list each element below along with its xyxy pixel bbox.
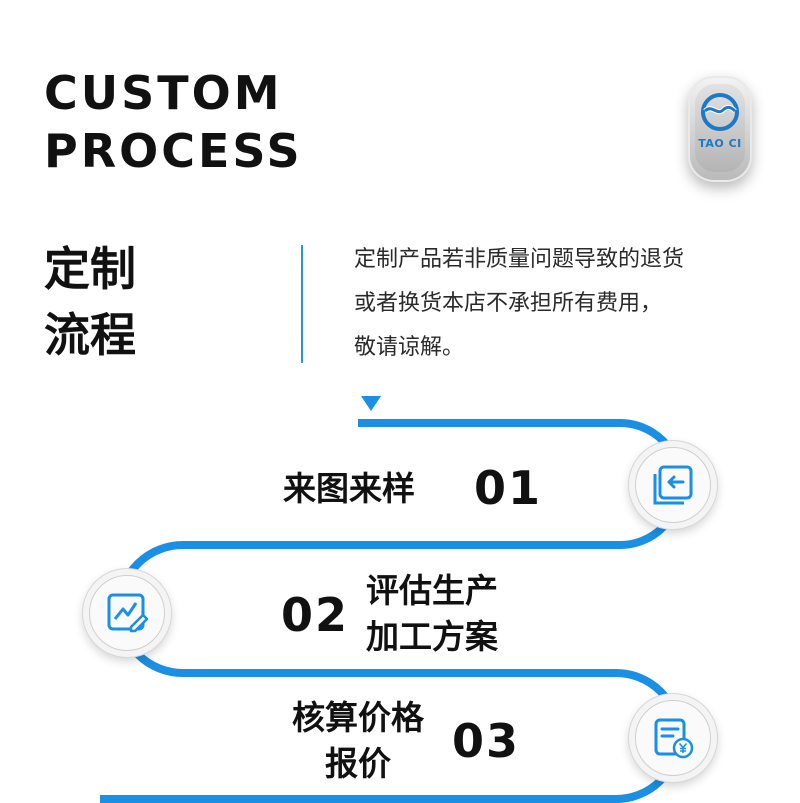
step-1-label-line: 来图来样 [283,469,415,508]
step-2-badge [83,569,171,657]
step-1-badge [629,441,717,529]
step-2-label-line: 评估生产 [366,571,498,610]
step-3-label: 核算价格 报价 [283,695,433,787]
page-title: CUSTOM PROCESS [44,64,303,180]
wave-logo-icon [701,93,739,131]
process-heading: 定制 流程 [44,236,136,368]
page-title-line-1: CUSTOM [44,66,283,120]
step-1-number: 01 [474,461,543,515]
step-2-label-line: 加工方案 [366,617,498,656]
process-heading-line-2: 流程 [44,308,136,362]
step-3-label-line: 核算价格 [292,698,424,737]
arrow-down-icon [361,396,381,411]
divider-line [301,245,303,363]
price-document-icon [654,718,694,759]
notice-text: 定制产品若非质量问题导致的退货 或者换货本店不承担所有费用， 敬请谅解。 [354,238,774,370]
step-3-number: 03 [452,714,521,768]
step-2-number: 02 [281,588,350,642]
step-2-label: 评估生产 加工方案 [366,568,498,660]
notice-line: 或者换货本店不承担所有费用， [354,291,663,316]
notice-line: 敬请谅解。 [354,335,465,360]
image-import-icon [653,465,693,505]
step-1-label: 来图来样 [283,466,415,512]
process-heading-line-1: 定制 [44,242,136,296]
brand-logo: TAO CI [688,76,752,182]
badge-ring [635,700,711,776]
step-3-label-line: 报价 [325,744,391,783]
edit-chart-icon [107,593,149,633]
step-3-badge [629,694,717,782]
logo-text: TAO CI [698,137,742,150]
page-title-line-2: PROCESS [44,124,303,178]
notice-line: 定制产品若非质量问题导致的退货 [354,247,685,272]
